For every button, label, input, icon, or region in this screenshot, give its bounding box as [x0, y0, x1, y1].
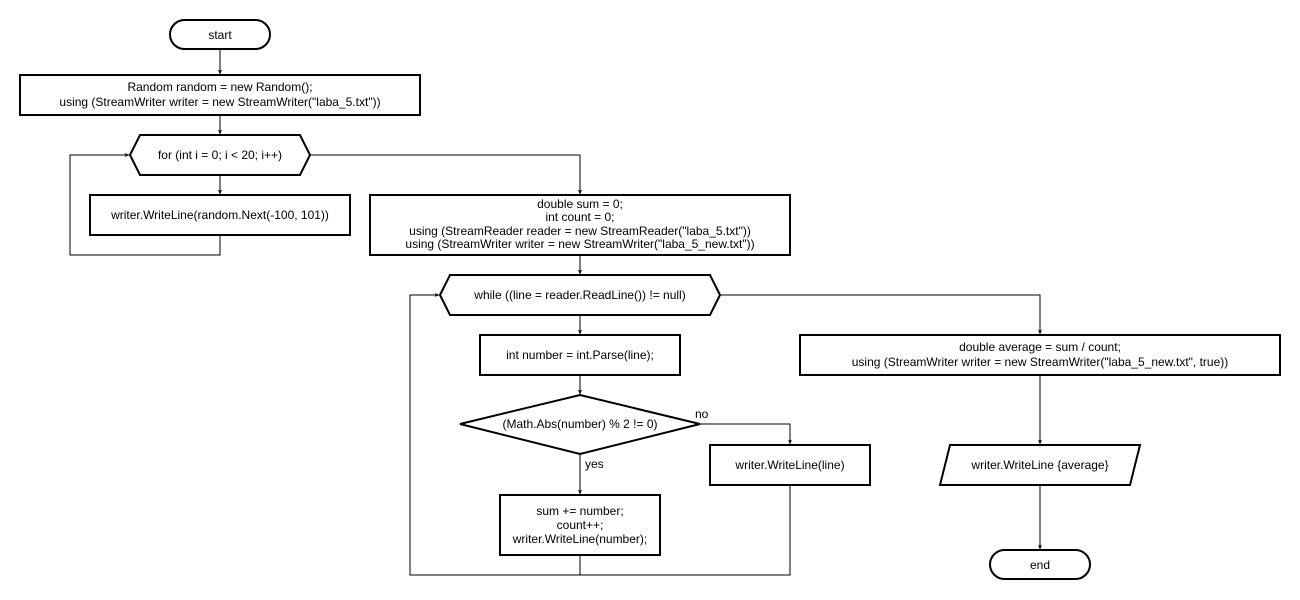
average-line-1: double average = sum / count;	[959, 340, 1121, 354]
sum-line-2: count++;	[557, 518, 604, 532]
edge-while-exit-to-average	[720, 294, 1042, 335]
init-process-block: Random random = new Random(); using (Str…	[19, 74, 421, 116]
for-loop-hexagon: for (int i = 0; i < 20; i++)	[128, 134, 312, 176]
write-line-block: writer.WriteLine(line)	[709, 444, 871, 486]
decision-label: (Math.Abs(number) % 2 != 0)	[502, 417, 657, 431]
edge-for-loop-back	[69, 153, 221, 256]
start-terminator: start	[169, 19, 271, 50]
for-loop-label: for (int i = 0; i < 20; i++)	[158, 148, 282, 162]
init-line-1: Random random = new Random();	[127, 80, 312, 94]
init2-line-3: using (StreamReader reader = new StreamR…	[409, 224, 751, 238]
init2-process-block: double sum = 0; int count = 0; using (St…	[369, 194, 791, 256]
decision-no-label: no	[695, 407, 709, 421]
write-average-io: writer.WriteLine {average}	[938, 444, 1142, 486]
sum-line-3: writer.WriteLine(number);	[512, 532, 647, 546]
while-loop-hexagon: while ((line = reader.ReadLine()) != nul…	[438, 274, 722, 316]
start-label: start	[208, 28, 232, 42]
edge-decision-no	[700, 423, 792, 445]
init2-line-4: using (StreamWriter writer = new StreamW…	[405, 237, 754, 251]
init2-line-1: double sum = 0;	[537, 197, 623, 211]
parse-label: int number = int.Parse(line);	[506, 348, 654, 362]
decision-diamond: (Math.Abs(number) % 2 != 0) no yes	[459, 393, 709, 471]
average-line-2: using (StreamWriter writer = new StreamW…	[852, 355, 1229, 369]
write-random-block: writer.WriteLine(random.Next(-100, 101))	[89, 194, 351, 236]
end-label: end	[1030, 558, 1050, 572]
parse-block: int number = int.Parse(line);	[479, 334, 681, 376]
edges	[69, 49, 1042, 576]
edge-for-exit-to-init2	[310, 154, 582, 195]
sum-block: sum += number; count++; writer.WriteLine…	[499, 494, 661, 556]
average-block: double average = sum / count; using (Str…	[799, 334, 1281, 376]
init-line-2: using (StreamWriter writer = new StreamW…	[59, 95, 380, 109]
sum-line-1: sum += number;	[536, 504, 623, 518]
write-line-label: writer.WriteLine(line)	[734, 458, 844, 472]
decision-yes-label: yes	[585, 457, 604, 471]
end-terminator: end	[989, 549, 1091, 580]
write-average-label: writer.WriteLine {average}	[970, 458, 1108, 472]
while-loop-label: while ((line = reader.ReadLine()) != nul…	[473, 288, 685, 302]
edge-while-loop-back	[409, 293, 580, 576]
write-random-label: writer.WriteLine(random.Next(-100, 101))	[110, 208, 329, 222]
edge-sum-merge	[579, 485, 791, 576]
init2-line-2: int count = 0;	[545, 210, 614, 224]
